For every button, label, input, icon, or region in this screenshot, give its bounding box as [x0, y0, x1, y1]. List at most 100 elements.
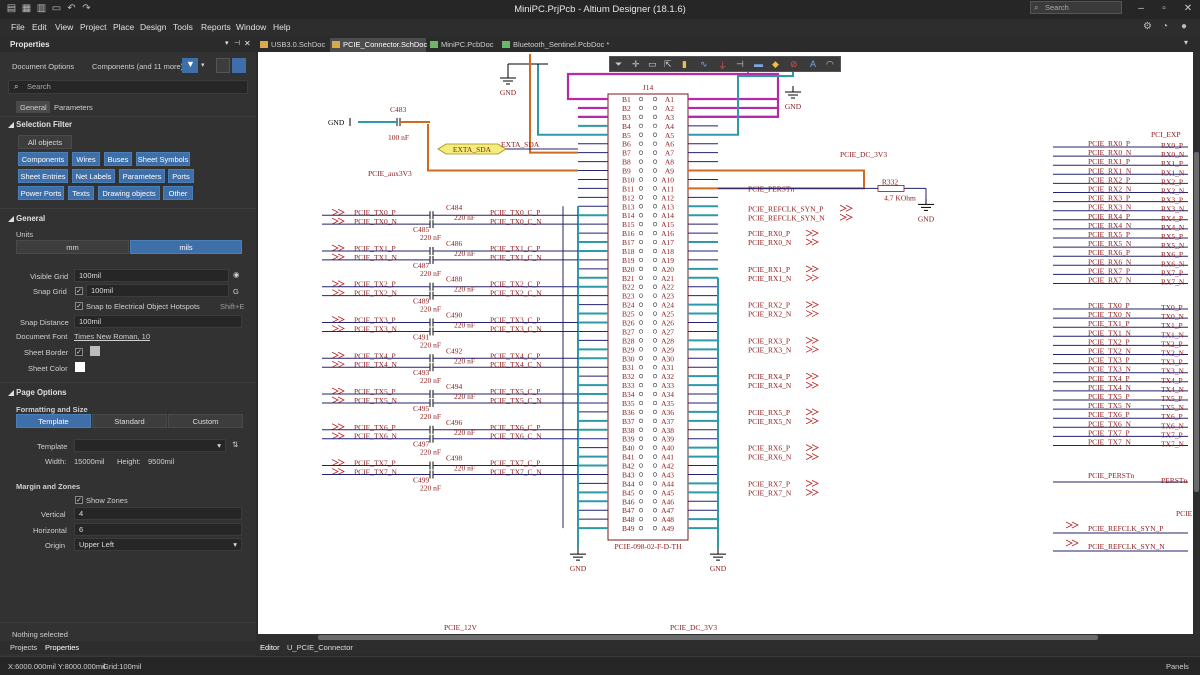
maximize-button[interactable]: ▫ [1162, 3, 1166, 14]
tab-usb30-schdoc[interactable]: USB3.0.SchDoc * [258, 38, 328, 62]
notification-icon[interactable]: ◔ [1162, 21, 1169, 32]
no-erc-icon[interactable]: ⊘ [790, 59, 798, 69]
filter-icon[interactable]: ⏷ [615, 59, 623, 69]
sheet-color-swatch[interactable] [75, 362, 85, 372]
filter-drawing-objects-button[interactable]: Drawing objects [98, 186, 160, 200]
save-all-icon[interactable]: ▥ [36, 3, 47, 14]
show-zones-checkbox[interactable]: ✓ [75, 496, 83, 504]
menu-reports[interactable]: Reports [201, 22, 231, 32]
text-icon[interactable]: A [810, 59, 817, 69]
menu-project[interactable]: Project [80, 22, 107, 32]
tab-parameters[interactable]: Parameters [54, 103, 93, 112]
tab-bluetooth-sentinel-pcbdoc[interactable]: Bluetooth_Sentinel.PcbDoc * [500, 38, 612, 52]
sheet-border-color-swatch[interactable] [90, 346, 100, 356]
panel-menu-icon[interactable]: ▾ [225, 40, 229, 47]
origin-dropdown[interactable]: Upper Left▾ [74, 538, 242, 551]
snap-distance-field[interactable]: 100mil [74, 315, 242, 328]
unit-mils-button[interactable]: mils [130, 240, 242, 254]
vertical-scroll-thumb[interactable] [1194, 152, 1199, 492]
power-port-icon[interactable]: ⏚ [718, 61, 728, 71]
horizontal-field[interactable]: 6 [74, 523, 242, 536]
format-template-button[interactable]: Template [16, 414, 91, 428]
snap-grid-field[interactable]: 100mil [86, 284, 229, 297]
filter-dropdown-icon[interactable]: ▾ [201, 62, 205, 69]
properties-search-input[interactable]: ⌕ Search [8, 80, 248, 94]
minimize-button[interactable]: – [1138, 3, 1144, 14]
menu-file[interactable]: File [11, 22, 25, 32]
port-icon[interactable]: ◆ [772, 59, 779, 69]
tab-pcie-connector-schdoc[interactable]: PCIE_Connector.SchDoc * [330, 38, 427, 62]
menu-design[interactable]: Design [140, 22, 167, 32]
menu-help[interactable]: Help [273, 22, 291, 32]
eye-icon[interactable]: ◉ [233, 270, 240, 279]
pin-icon[interactable]: ⊣ [234, 40, 241, 47]
tab-list-icon[interactable]: ▾ [1184, 38, 1189, 47]
selection-filter-title[interactable]: ◢ Selection Filter [8, 120, 73, 129]
global-search-input[interactable]: ⌕ Search [1030, 1, 1122, 14]
undo-icon[interactable]: ↶ [67, 3, 76, 14]
arc-icon[interactable]: ◠ [826, 59, 834, 69]
filter-texts-button[interactable]: Texts [68, 186, 94, 200]
new-file-icon[interactable]: ▤ [6, 3, 17, 14]
panel-tab-projects[interactable]: Projects [10, 643, 38, 652]
editor-tab[interactable]: Editor [260, 643, 280, 652]
filter-net-labels-button[interactable]: Net Labels [72, 169, 115, 183]
close-button[interactable]: ✕ [1183, 3, 1193, 14]
menu-edit[interactable]: Edit [32, 22, 47, 32]
page-options-title[interactable]: ◢ Page Options [8, 388, 67, 397]
format-standard-button[interactable]: Standard [92, 414, 167, 428]
menu-view[interactable]: View [55, 22, 74, 32]
all-objects-button[interactable]: All objects [18, 135, 72, 149]
move-icon[interactable]: ✛ [632, 59, 640, 69]
sheet-symbol-icon[interactable]: ▬ [754, 59, 763, 69]
sheet-border-checkbox[interactable]: ✓ [75, 348, 83, 356]
select-mode-icon[interactable] [216, 58, 230, 73]
vertical-scrollbar[interactable] [1193, 52, 1200, 634]
unit-mm-button[interactable]: mm [16, 240, 129, 254]
component-tab[interactable]: U_PCIE_Connector [287, 643, 353, 652]
panel-close-icon[interactable]: ✕ [244, 39, 251, 48]
component-icon[interactable]: ▮ [682, 59, 687, 69]
redo-icon[interactable]: ↷ [82, 3, 91, 14]
wire-icon[interactable]: ∿ [700, 59, 708, 69]
filter-power-ports-button[interactable]: Power Ports [18, 186, 64, 200]
snap-grid-checkbox[interactable]: ✓ [75, 287, 83, 295]
gear-icon[interactable]: ⚙ [1143, 21, 1152, 32]
document-font-link[interactable]: Times New Roman, 10 [74, 332, 150, 341]
template-refresh-icon[interactable]: ⇅ [232, 440, 239, 449]
format-custom-button[interactable]: Custom [168, 414, 243, 428]
filter-sheet-symbols-button[interactable]: Sheet Symbols [136, 152, 190, 166]
user-icon[interactable]: ● [1181, 21, 1188, 32]
harness-icon[interactable]: ⊣ [736, 59, 744, 69]
panels-button[interactable]: Panels [1166, 662, 1189, 671]
filter-ports-button[interactable]: Ports [168, 169, 194, 183]
snap-hotspots-checkbox[interactable]: ✓ [75, 302, 83, 310]
template-dropdown[interactable]: ▾ [74, 439, 226, 452]
horizontal-scroll-thumb[interactable] [318, 635, 1098, 640]
select-rect-icon[interactable]: ▭ [648, 59, 657, 69]
filter-sheet-entries-button[interactable]: Sheet Entries [18, 169, 68, 183]
menu-tools[interactable]: Tools [173, 22, 193, 32]
align-icon[interactable]: ⇱ [664, 59, 672, 69]
tab-general[interactable]: General [16, 101, 50, 113]
visible-grid-field[interactable]: 100mil [74, 269, 229, 282]
filter-parameters-button[interactable]: Parameters [119, 169, 165, 183]
save-icon[interactable]: ▦ [21, 3, 32, 14]
pin-pad-a [652, 481, 658, 486]
open-folder-icon[interactable]: ▭ [51, 3, 62, 14]
filter-icon[interactable]: ▼ [182, 58, 198, 73]
menu-window[interactable]: Window [236, 22, 267, 32]
lasso-mode-icon[interactable] [232, 58, 246, 73]
filter-other-button[interactable]: Other [163, 186, 193, 200]
document-font-label: Document Font [16, 332, 68, 341]
menu-place[interactable]: Place [113, 22, 135, 32]
general-section-title[interactable]: ◢ General [8, 214, 46, 223]
horizontal-scrollbar[interactable] [258, 634, 1193, 641]
panel-tab-properties[interactable]: Properties [45, 643, 80, 652]
vertical-field[interactable]: 4 [74, 507, 242, 520]
filter-components-button[interactable]: Components [18, 152, 68, 166]
filter-buses-button[interactable]: Buses [104, 152, 132, 166]
filter-wires-button[interactable]: Wires [72, 152, 100, 166]
tab-minipc-pcbdoc[interactable]: MiniPC.PcbDoc * [428, 38, 498, 62]
